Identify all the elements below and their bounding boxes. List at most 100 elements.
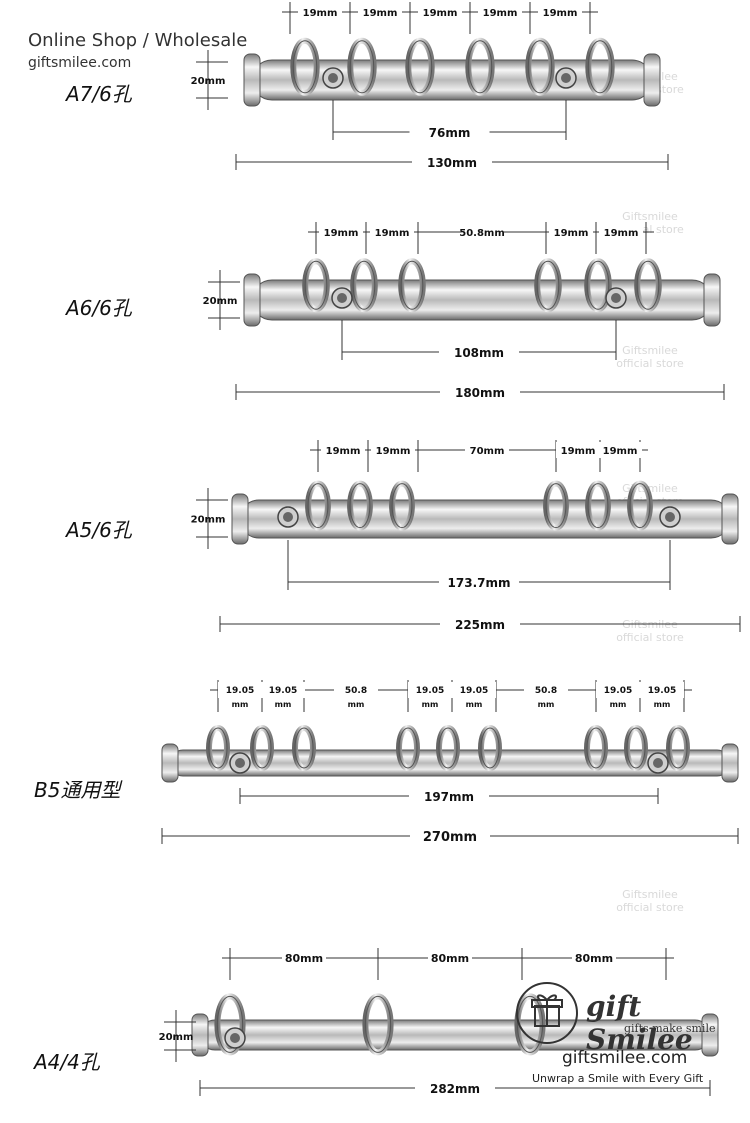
spine-end-cap xyxy=(243,53,261,107)
binder-ring-outline xyxy=(252,727,272,769)
binder-ring-outline xyxy=(586,727,606,769)
spine-end-cap xyxy=(191,1013,209,1057)
spine-end-cap xyxy=(231,493,249,545)
height-text: 20mm xyxy=(191,515,226,526)
rivet-hole xyxy=(328,73,338,83)
ring-label-a7: A7/6孔 xyxy=(66,82,132,106)
binder-ring-outline xyxy=(307,483,329,529)
binder-ring-outline xyxy=(407,40,433,94)
binder-ring-outline xyxy=(391,483,413,529)
dimension-label-bg xyxy=(409,122,490,142)
brand-name: gift Smilee xyxy=(586,990,693,1056)
dimension-text: 50.8 xyxy=(345,686,367,696)
dimension-label-bg xyxy=(415,1078,495,1098)
dimension-text: 19.05 xyxy=(226,686,254,696)
dimension-label-bg xyxy=(319,224,363,240)
dimension-label-bg xyxy=(370,224,414,240)
dimension-unit: mm xyxy=(232,700,249,709)
binder-ring-outline xyxy=(587,483,609,529)
ring-label-a5: A5/6孔 xyxy=(66,518,132,542)
dimension-text: 19mm xyxy=(326,446,361,457)
dimension-label-bg xyxy=(440,382,520,402)
dimension-label-bg xyxy=(478,4,522,20)
rivet-hole xyxy=(283,512,293,522)
binder-ring-outline xyxy=(294,727,314,769)
dimension-text: 19.05 xyxy=(604,686,632,696)
dimension-label-bg xyxy=(460,224,504,240)
binder-ring-outline xyxy=(364,995,392,1053)
rivet-hole xyxy=(561,73,571,83)
binder-ring-outline xyxy=(438,727,458,769)
binder-ring-outline xyxy=(216,995,244,1053)
dimension-text: 173.7mm xyxy=(448,576,511,590)
height-text: 20mm xyxy=(203,296,238,307)
dimension-text: 225mm xyxy=(455,618,505,632)
dimension-unit: mm xyxy=(610,700,627,709)
dimension-text: 19mm xyxy=(363,8,398,19)
dimension-label-bg xyxy=(409,786,489,806)
spine-end-cap xyxy=(721,493,739,545)
dimension-text: 50.8mm xyxy=(459,228,505,239)
binder-ring-outline xyxy=(480,727,500,769)
binder-ring-outline xyxy=(636,260,660,310)
spine-end-cap xyxy=(701,1013,719,1057)
binder-ring-outline xyxy=(668,727,688,769)
binder-ring-outline xyxy=(626,727,646,769)
binder-ring-outline xyxy=(586,260,610,310)
dimension-text: 19mm xyxy=(543,8,578,19)
brand-tagline: Unwrap a Smile with Every Gift xyxy=(532,1072,704,1085)
binder-ring-outline xyxy=(629,483,651,529)
rivet-hole xyxy=(337,293,347,303)
binder-ring-outline xyxy=(527,40,553,94)
dimension-text: 282mm xyxy=(430,1082,480,1096)
gift-box-logo-icon xyxy=(516,982,578,1044)
ring-label-a4: A4/4孔 xyxy=(34,1050,100,1074)
dimension-text: 19mm xyxy=(554,228,589,239)
dimension-unit: mm xyxy=(538,700,555,709)
dimension-label-bg xyxy=(439,342,519,362)
dimension-text: 19mm xyxy=(603,446,638,457)
binder-ring-outline xyxy=(587,40,613,94)
dimension-unit: mm xyxy=(348,700,365,709)
binder-ring-outline xyxy=(349,40,375,94)
dimension-text: 270mm xyxy=(423,830,477,845)
dimension-text: 19.05 xyxy=(648,686,676,696)
brand-block: gift Smilee gifts make smile giftsmilee.… xyxy=(516,982,736,1092)
dimension-text: 19.05 xyxy=(460,686,488,696)
dimension-label-bg xyxy=(599,224,643,240)
dimension-text: 76mm xyxy=(429,126,471,140)
height-text: 20mm xyxy=(159,1032,194,1043)
binder-ring-outline xyxy=(536,260,560,310)
rivet-hole xyxy=(665,512,675,522)
dimension-text: 19mm xyxy=(376,446,411,457)
dimension-label-bg xyxy=(596,682,640,698)
spine-end-cap xyxy=(721,743,739,783)
dimension-text: 19mm xyxy=(604,228,639,239)
dimension-text: 19.05 xyxy=(416,686,444,696)
dimension-label-bg xyxy=(358,4,402,20)
dimension-text: 108mm xyxy=(454,346,504,360)
binder-ring-outline xyxy=(398,727,418,769)
dimension-text: 197mm xyxy=(424,790,474,804)
binder-ring-outline xyxy=(304,260,328,310)
dimension-text: 19mm xyxy=(561,446,596,457)
dimension-label-bg xyxy=(556,442,600,458)
ring-label-b5: B5通用型 xyxy=(34,778,121,802)
dimension-text: 80mm xyxy=(431,952,469,965)
dimension-label-bg xyxy=(298,4,342,20)
dimension-text: 19mm xyxy=(483,8,518,19)
spine-end-cap xyxy=(703,273,721,327)
dimension-text: 19mm xyxy=(303,8,338,19)
dimension-label-bg xyxy=(428,950,472,966)
dimension-text: 70mm xyxy=(470,446,505,457)
dimension-text: 80mm xyxy=(575,952,613,965)
dimension-label-bg xyxy=(261,682,305,698)
dimension-label-bg xyxy=(465,442,509,458)
dimension-label-bg xyxy=(218,682,262,698)
spine-end-cap xyxy=(643,53,661,107)
dimension-label-bg xyxy=(598,442,642,458)
dimension-label-bg xyxy=(640,682,684,698)
binder-ring-outline xyxy=(352,260,376,310)
